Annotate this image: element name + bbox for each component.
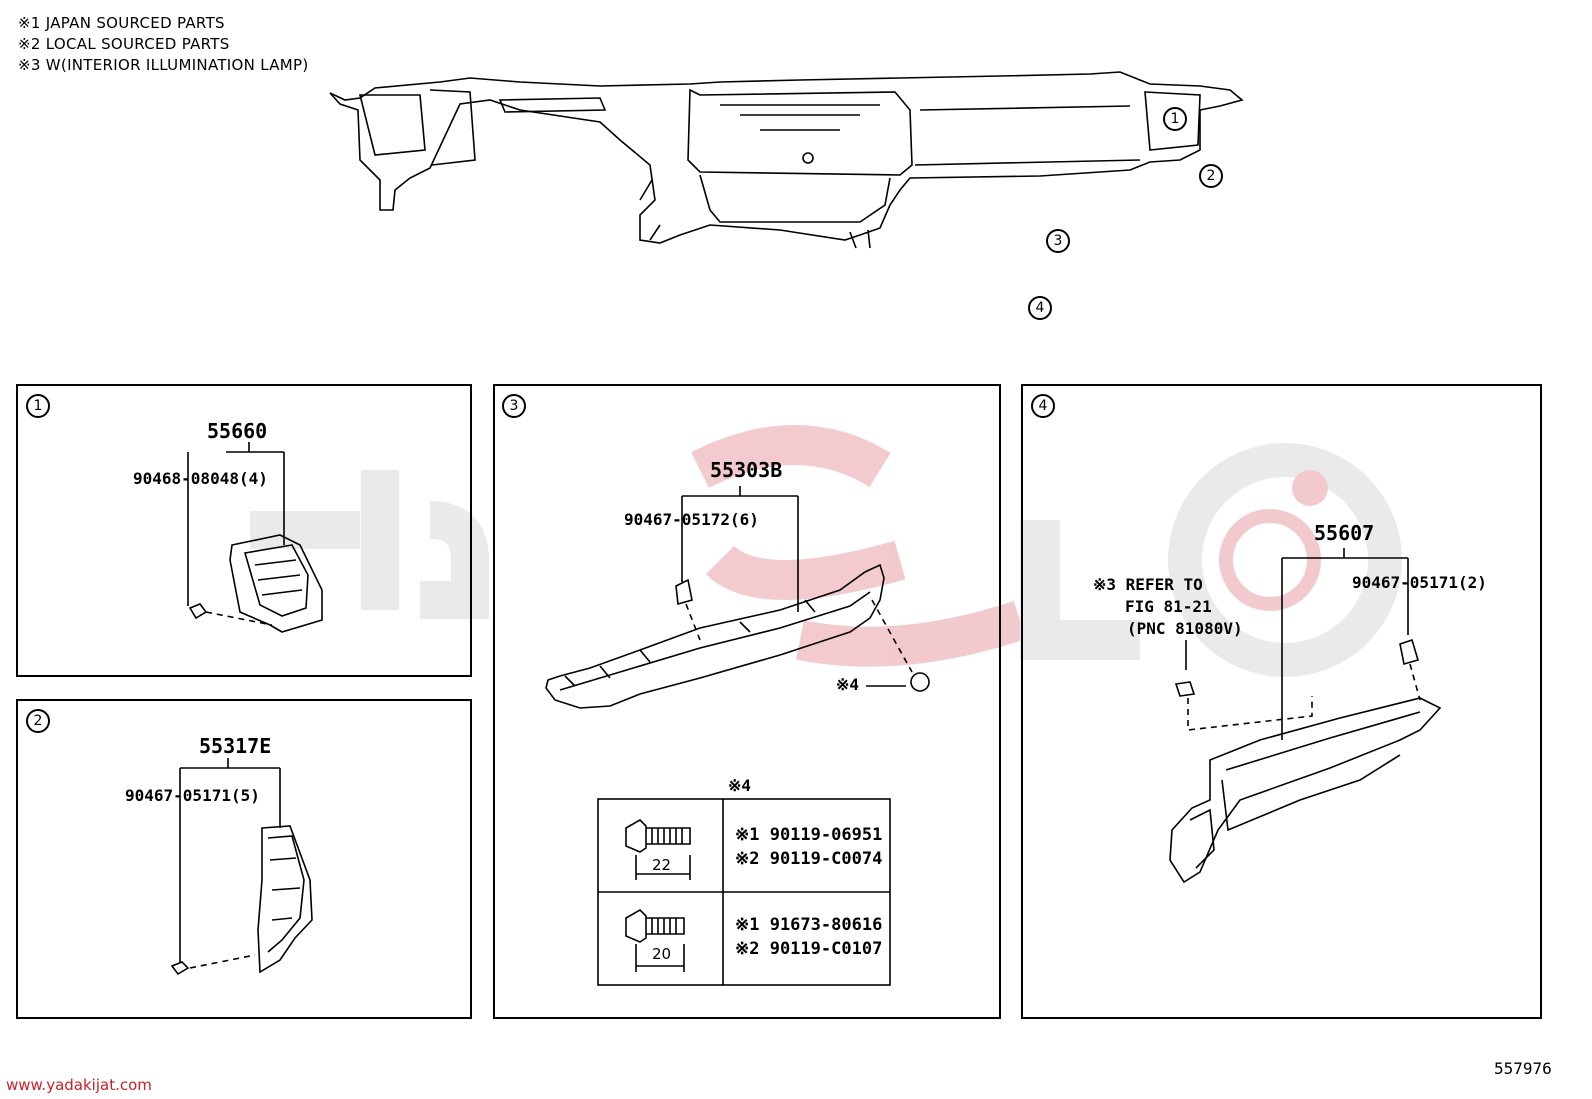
fastener-2-line2[interactable]: ※2 90119-C0107 xyxy=(735,939,883,959)
panel3-artwork xyxy=(545,486,930,709)
panel-2 xyxy=(16,699,472,1019)
fastener-1-line1[interactable]: ※1 90119-06951 xyxy=(735,825,883,845)
panel-1-part-number[interactable]: 55660 xyxy=(207,419,268,443)
panel-4-refer-line3: (PNC 81080V) xyxy=(1127,619,1243,638)
dashboard-overview xyxy=(329,71,1244,249)
panel-3-ref-mark: ※4 xyxy=(836,675,860,694)
overview-callout-1[interactable]: 1 xyxy=(1163,107,1187,131)
panel-1-index: 1 xyxy=(26,394,50,418)
note-japan-sourced: ※1 JAPAN SOURCED PARTS xyxy=(18,14,225,32)
panel-4 xyxy=(1021,384,1542,1019)
panel-3 xyxy=(493,384,1001,1019)
panel-4-refer-line1: ※3 REFER TO xyxy=(1093,575,1203,594)
panel-3-fastener-number[interactable]: 90467-05172(6) xyxy=(624,510,759,529)
fastener-1-length: 22 xyxy=(652,856,672,874)
fastener-2-line1[interactable]: ※1 91673-80616 xyxy=(735,915,883,935)
note-illumination-lamp: ※3 W(INTERIOR ILLUMINATION LAMP) xyxy=(18,56,309,74)
fastener-1-line2[interactable]: ※2 90119-C0074 xyxy=(735,849,883,869)
panel-2-part-number[interactable]: 55317E xyxy=(199,734,272,758)
panel4-artwork xyxy=(1169,548,1442,884)
panel-4-index: 4 xyxy=(1031,394,1055,418)
fastener-2-length: 20 xyxy=(652,945,672,963)
panel-2-fastener-number[interactable]: 90467-05171(5) xyxy=(125,786,260,805)
panel-2-index: 2 xyxy=(26,709,50,733)
panel-3-index: 3 xyxy=(502,394,526,418)
panel1-artwork xyxy=(187,442,323,633)
panel-1-fastener-number[interactable]: 90468-08048(4) xyxy=(133,469,268,488)
fastener-table-art xyxy=(597,798,891,986)
overview-callout-3[interactable]: 3 xyxy=(1046,229,1070,253)
fastener-table-title: ※4 xyxy=(728,776,752,795)
panel-3-part-number[interactable]: 55303B xyxy=(710,458,783,482)
panel2-artwork xyxy=(170,758,313,976)
panel-4-fastener-number[interactable]: 90467-05171(2) xyxy=(1352,573,1487,592)
overview-callout-4[interactable]: 4 xyxy=(1028,296,1052,320)
note-local-sourced: ※2 LOCAL SOURCED PARTS xyxy=(18,35,230,53)
panel-1 xyxy=(16,384,472,677)
panel-4-part-number[interactable]: 55607 xyxy=(1314,521,1375,545)
watermark-url: www.yadakijat.com xyxy=(6,1076,152,1094)
overview-callout-2[interactable]: 2 xyxy=(1199,164,1223,188)
illustration-code: 557976 xyxy=(1494,1059,1552,1078)
watermark-logo xyxy=(250,425,1402,677)
panel-4-refer-line2[interactable]: FIG 81-21 xyxy=(1125,597,1212,616)
